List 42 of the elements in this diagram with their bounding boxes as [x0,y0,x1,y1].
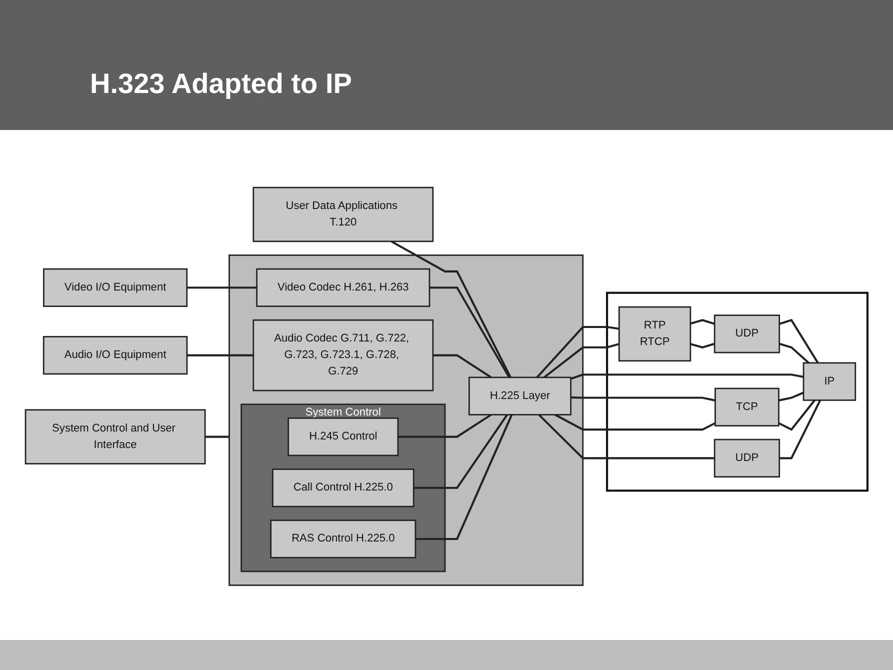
connector [779,318,819,364]
node-box [24,408,206,464]
node-box [270,519,416,558]
connector [390,240,512,378]
connector [186,354,254,356]
node-box [802,362,856,400]
node-box [43,268,188,307]
node-box [468,376,572,415]
connector [778,391,804,402]
node-box [272,468,414,507]
node-box [618,306,692,362]
connector [205,435,230,438]
connector [429,286,510,378]
block-diagram: System Control Video I/O Equipment Audio I/O Equipment User Data Applications T.120 System Control and User Interface Video Codec H.261, H.263 Audio Codec G.711, G.722, G.723, G.723.1, G.728, G.729 H.245 Control Call Control H.225.0 RAS Control H.225.0 H.225 Layer RTP RTCP UDP TCP UDP IP [20,182,873,590]
cluster [606,291,868,492]
connector [778,399,816,430]
connector [690,342,715,348]
connector [538,414,715,459]
node-box [714,387,780,426]
cluster [228,254,584,586]
connector [432,354,492,378]
connector [186,286,257,288]
node-box [252,319,434,391]
node-box [256,268,430,307]
node-box [252,186,434,242]
slide-title: H.323 Adapted to IP [90,68,352,100]
connector [554,413,716,430]
cluster [240,403,446,572]
connector [690,318,715,324]
connector [779,399,822,459]
node-box [714,438,780,478]
connector [536,326,620,378]
connector [570,396,716,402]
connector [414,414,508,489]
connector [415,414,513,540]
node-box [288,417,399,456]
connector [398,413,492,438]
node-box [714,314,780,353]
connector [779,342,810,364]
node-box [42,336,188,374]
connector [543,342,620,378]
connector [570,373,804,380]
